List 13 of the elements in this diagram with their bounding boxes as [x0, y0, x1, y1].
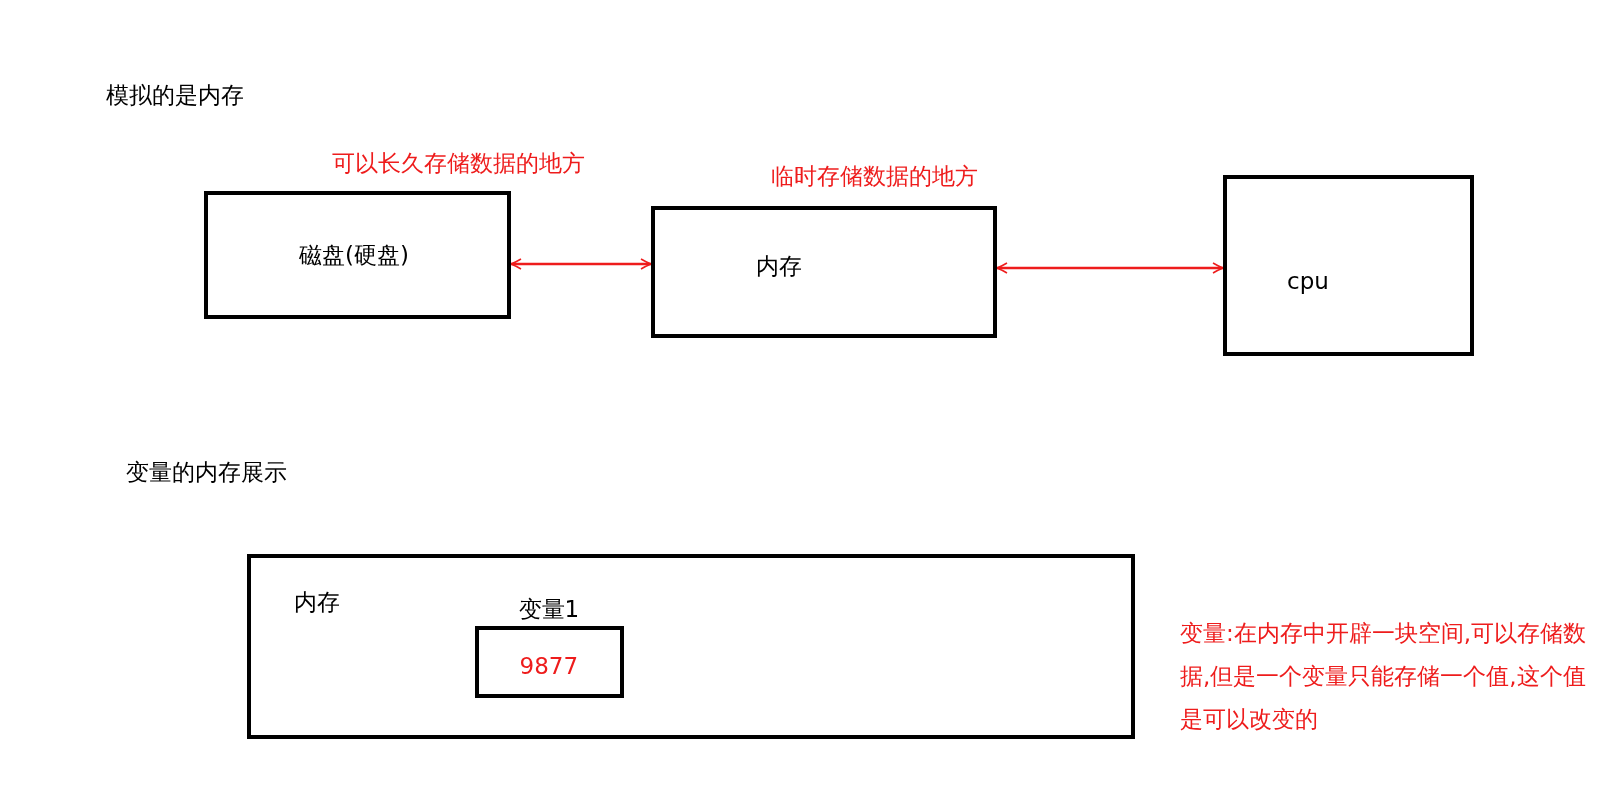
- box-label: 内存: [294, 587, 340, 617]
- heading: 模拟的是内存: [106, 81, 244, 110]
- box-label: 变量1: [518, 594, 580, 624]
- node-label: 临时存储数据的地方: [770, 161, 978, 191]
- memory-box: [1223, 175, 1474, 356]
- node-label: 可以长久存储数据的地方: [331, 148, 585, 178]
- value-text: 9877: [519, 653, 579, 679]
- box-label: 磁盘(硬盘): [299, 240, 409, 270]
- memory-box: [247, 554, 1135, 739]
- note-text: 变量:在内存中开辟一块空间,可以存储数据,但是一个变量只能存储一个值,这个值是可以改变的: [1180, 619, 1588, 734]
- box-label: cpu: [1287, 268, 1329, 294]
- box-label: 内存: [756, 251, 802, 281]
- heading: 变量的内存展示: [126, 458, 287, 487]
